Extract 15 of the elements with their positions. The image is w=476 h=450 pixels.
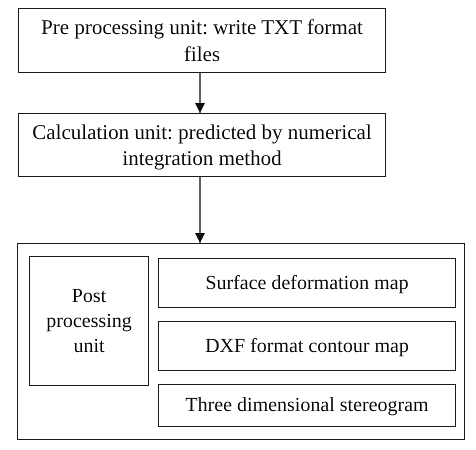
box-text: Post processing unit <box>45 284 133 358</box>
arrow <box>195 73 205 113</box>
group-box <box>17 243 465 440</box>
process-box <box>158 384 456 427</box>
process-box <box>18 8 386 73</box>
box-text: Calculation unit: predicted by numerical integration method <box>31 118 373 172</box>
box-text: DXF format contour map <box>205 334 409 358</box>
process-box <box>18 113 386 177</box>
process-box <box>158 258 456 308</box>
box-text: Pre processing unit: write TXT format files <box>40 14 364 67</box>
process-box <box>29 256 149 386</box>
box-text: Three dimensional stereogram <box>185 393 429 418</box>
process-box <box>158 321 456 371</box>
box-text: Surface deformation map <box>205 270 409 296</box>
arrow <box>195 177 205 243</box>
